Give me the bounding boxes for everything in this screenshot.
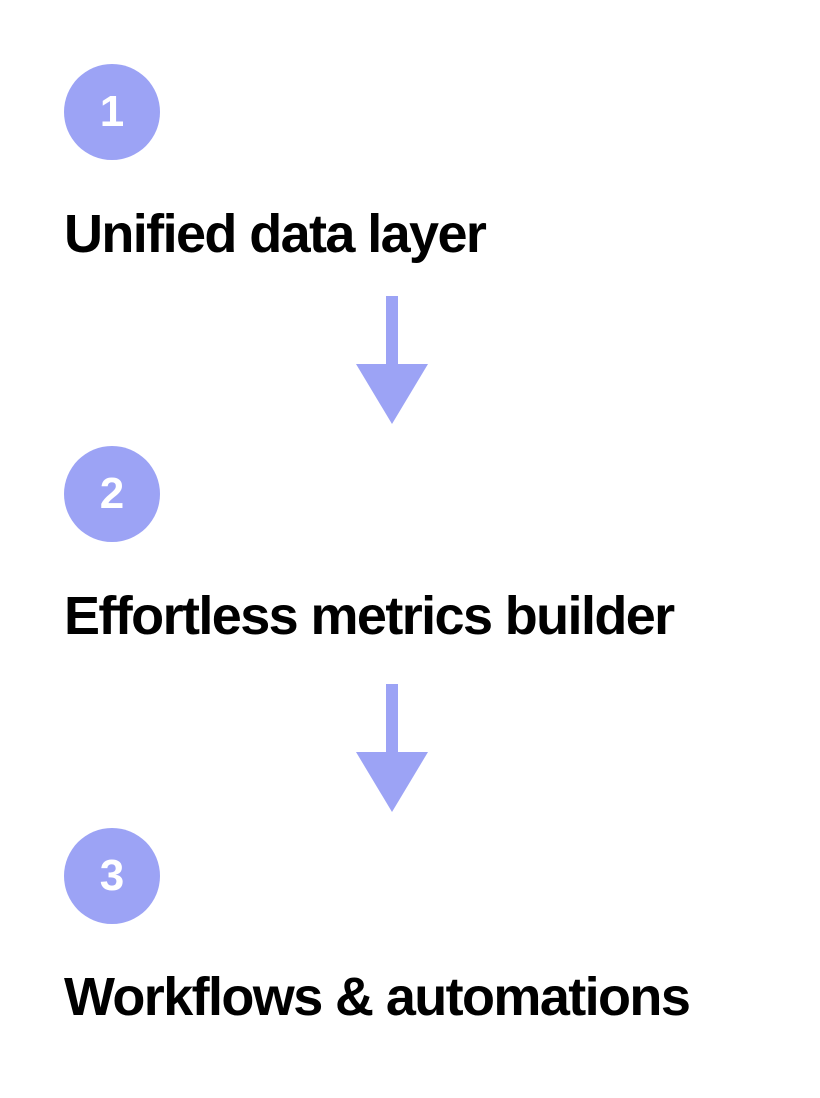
step-title: Unified data layer (64, 204, 487, 264)
step-title: Workflows & automations (64, 967, 691, 1027)
step-number-badge: 1 (64, 64, 160, 160)
step-number: 2 (99, 469, 125, 518)
step-number-badge: 3 (64, 828, 160, 924)
step-number: 3 (99, 851, 125, 900)
step-title: Effortless metrics builder (64, 586, 675, 646)
arrow-down-icon (356, 296, 428, 424)
arrow-down-icon (356, 684, 428, 812)
step-number-badge: 2 (64, 446, 160, 542)
step-number: 1 (99, 87, 125, 136)
